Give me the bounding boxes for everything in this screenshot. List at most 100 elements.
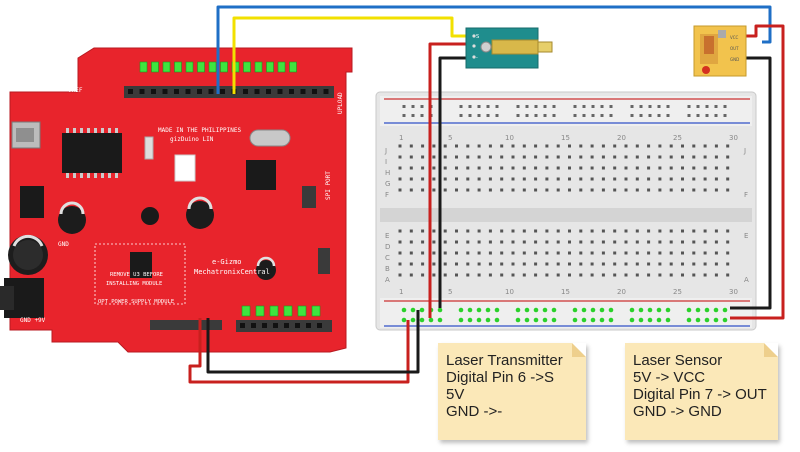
bb-hole <box>601 240 605 244</box>
bb-hole <box>601 144 605 148</box>
bb-hole <box>635 273 639 277</box>
bb-hole <box>556 251 560 255</box>
bb-rail-hole <box>402 105 406 108</box>
bb-hole <box>534 188 538 192</box>
bb-rail-hole-active <box>638 317 644 323</box>
bb-hole <box>601 155 605 159</box>
svg-text:UPLOAD: UPLOAD <box>337 92 344 114</box>
bb-rail-hole-active <box>656 317 662 323</box>
bb-hole <box>692 144 696 148</box>
bb-rail-hole <box>723 114 727 117</box>
bb-rail-hole-active <box>533 317 539 323</box>
transmitter-note-title: Laser Transmitter <box>446 352 563 369</box>
bb-hole <box>466 251 470 255</box>
bb-row-label: J <box>743 147 746 155</box>
bb-hole <box>556 155 560 159</box>
bb-hole <box>681 188 684 192</box>
bb-rail-hole <box>591 105 595 108</box>
header-pin <box>128 89 133 94</box>
bb-row-label: C <box>385 254 390 262</box>
bb-hole <box>545 177 549 181</box>
bb-hole <box>466 177 470 181</box>
bb-rail-hole <box>714 114 718 117</box>
bb-hole <box>647 188 651 192</box>
breadboard: J I H G F E D C B A J F E A 1 5 10 15 20… <box>375 91 757 331</box>
bb-hole <box>681 166 684 170</box>
bb-hole <box>500 229 504 233</box>
sensor-pin-out: OUT <box>730 46 739 51</box>
bb-hole <box>703 155 707 159</box>
bb-rail-hole-active <box>410 317 416 323</box>
bb-rail-hole <box>477 114 481 117</box>
bb-rail-hole-active <box>647 317 653 323</box>
bb-hole <box>647 144 651 148</box>
bb-rail-hole <box>582 105 586 108</box>
chip-pin <box>101 128 104 133</box>
bb-hole <box>647 251 651 255</box>
bb-hole <box>488 166 492 170</box>
bb-rail-hole-active <box>686 307 692 313</box>
bb-hole <box>669 177 673 181</box>
bb-rail-hole <box>696 105 700 108</box>
bb-hole <box>658 240 662 244</box>
bb-row-label: A <box>385 276 390 284</box>
bb-hole <box>556 262 560 266</box>
bb-hole <box>432 229 436 233</box>
bb-rail-hole <box>552 105 556 108</box>
bb-hole <box>466 166 470 170</box>
bb-hole <box>488 144 492 148</box>
bb-hole <box>409 188 413 192</box>
bb-hole <box>488 229 492 233</box>
bb-hole <box>421 240 425 244</box>
bb-rail-hole-active <box>590 317 596 323</box>
bb-hole <box>545 188 549 192</box>
bb-hole <box>703 251 707 255</box>
bb-hole <box>613 177 617 181</box>
bb-hole <box>579 188 583 192</box>
bb-row-label: E <box>744 232 748 240</box>
bb-hole <box>545 251 549 255</box>
bb-hole <box>726 273 730 277</box>
header-pin <box>243 89 248 94</box>
bb-hole <box>681 155 684 159</box>
bb-hole <box>455 240 458 244</box>
bb-rail-hole <box>411 105 415 108</box>
bb-hole <box>409 273 413 277</box>
wire-tx-5v <box>428 42 466 318</box>
bb-hole <box>488 188 492 192</box>
bb-hole <box>579 177 583 181</box>
bb-rail-hole <box>657 114 661 117</box>
model-label: gizDuino LIN <box>170 136 214 143</box>
bb-rail-hole-active <box>542 307 548 313</box>
bb-hole <box>635 166 639 170</box>
status-led <box>151 61 159 73</box>
transmitter-note-line: 5V <box>446 386 465 403</box>
wire-board-gnd <box>206 310 420 374</box>
sensor-pin-vcc: VCC <box>730 35 739 40</box>
bb-hole <box>613 240 617 244</box>
bb-rail-hole-active <box>458 307 464 313</box>
bb-hole <box>647 240 651 244</box>
bb-rail-hole-active <box>590 307 596 313</box>
bb-rail-hole <box>486 114 490 117</box>
bb-hole <box>692 229 696 233</box>
bb-col-label: 5 <box>448 288 452 296</box>
bb-hole <box>522 262 526 266</box>
bb-hole <box>432 177 436 181</box>
bb-hole <box>613 155 617 159</box>
bb-rail-hole <box>516 105 520 108</box>
bb-hole <box>432 273 436 277</box>
bb-row-label: I <box>385 158 387 166</box>
bb-hole <box>669 262 673 266</box>
bb-hole <box>409 262 413 266</box>
bb-hole <box>534 229 538 233</box>
bb-hole <box>398 166 402 170</box>
bb-hole <box>624 144 628 148</box>
bb-rail-hole <box>543 114 547 117</box>
bb-hole <box>726 251 730 255</box>
bb-hole <box>726 177 730 181</box>
svg-text:GND: GND <box>58 241 69 248</box>
bb-hole <box>477 251 481 255</box>
wire-pin7-to-out <box>216 5 772 94</box>
